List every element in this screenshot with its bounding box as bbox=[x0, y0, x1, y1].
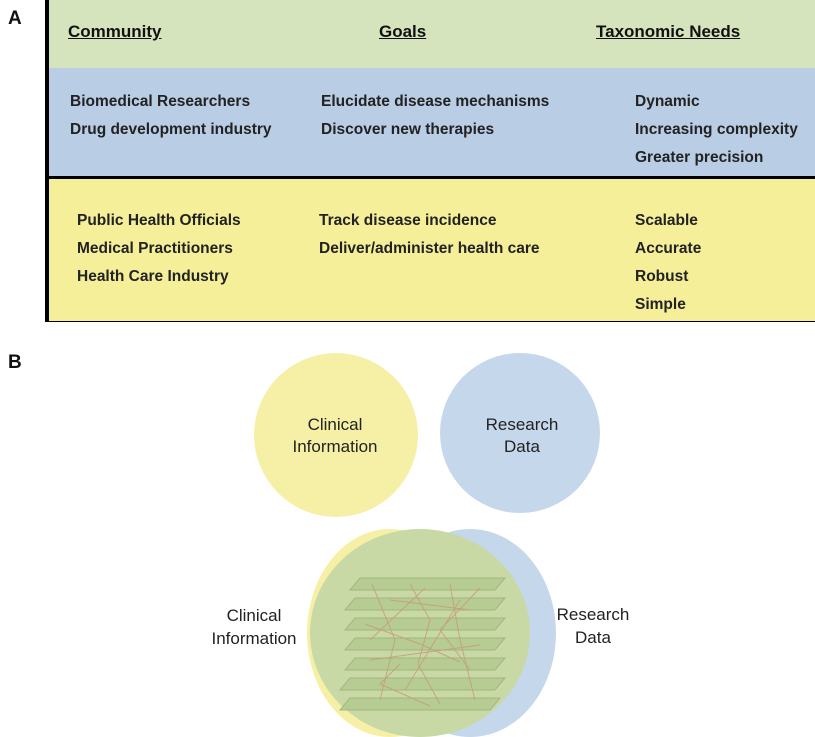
header-band: Community Goals Taxonomic Needs bbox=[49, 0, 815, 70]
taxonomy-table: Community Goals Taxonomic Needs Biomedic… bbox=[45, 0, 815, 322]
clinical-need-item: Scalable bbox=[635, 212, 698, 229]
header-goals: Goals bbox=[379, 22, 427, 41]
clinical-community-item: Public Health Officials bbox=[77, 212, 241, 229]
clinical-need-item: Robust bbox=[635, 268, 689, 285]
bottom-right-label-line2: Data bbox=[575, 628, 611, 647]
network-edges bbox=[364, 583, 481, 707]
research-need-item: Greater precision bbox=[635, 149, 764, 166]
clinical-information-circle bbox=[254, 353, 418, 517]
research-data-circle bbox=[440, 353, 600, 513]
research-goals-cell: Elucidate disease mechanisms Discover ne… bbox=[321, 88, 549, 144]
research-goal-item: Discover new therapies bbox=[321, 121, 495, 138]
research-community-item: Biomedical Researchers bbox=[70, 93, 251, 110]
network-layers bbox=[338, 577, 507, 711]
research-community-cell: Biomedical Researchers Drug development … bbox=[70, 88, 272, 144]
research-need-item: Increasing complexity bbox=[635, 121, 798, 138]
research-community-item: Drug development industry bbox=[70, 121, 272, 138]
clinical-goal-item: Track disease incidence bbox=[319, 212, 497, 229]
venn-bottom: Clinical Information Research Data bbox=[211, 529, 629, 737]
clinical-community-item: Health Care Industry bbox=[77, 268, 229, 285]
top-right-label-line2: Data bbox=[504, 437, 540, 456]
research-band: Biomedical Researchers Drug development … bbox=[49, 68, 815, 176]
research-need-item: Dynamic bbox=[635, 93, 700, 110]
clinical-community-cell: Public Health Officials Medical Practiti… bbox=[77, 207, 241, 291]
clinical-needs-cell: Scalable Accurate Robust Simple bbox=[635, 207, 701, 319]
clinical-goals-cell: Track disease incidence Deliver/administ… bbox=[319, 207, 540, 263]
panel-a-letter: A bbox=[8, 8, 22, 29]
top-right-label-line1: Research bbox=[486, 415, 559, 434]
header-community: Community bbox=[68, 22, 162, 41]
panel-b-letter: B bbox=[8, 352, 22, 373]
top-left-label-line2: Information bbox=[292, 437, 377, 456]
bottom-left-label-line1: Clinical bbox=[227, 606, 282, 625]
venn-top: Clinical Information Research Data bbox=[254, 353, 600, 517]
clinical-need-item: Accurate bbox=[635, 240, 702, 257]
clinical-need-item: Simple bbox=[635, 296, 686, 313]
clinical-community-item: Medical Practitioners bbox=[77, 240, 233, 257]
bottom-right-label-line1: Research bbox=[557, 605, 630, 624]
bottom-left-label-line2: Information bbox=[211, 629, 296, 648]
research-needs-cell: Dynamic Increasing complexity Greater pr… bbox=[635, 88, 798, 172]
header-taxonomic-needs: Taxonomic Needs bbox=[596, 22, 741, 41]
clinical-band: Public Health Officials Medical Practiti… bbox=[49, 176, 815, 321]
research-goal-item: Elucidate disease mechanisms bbox=[321, 93, 550, 110]
clinical-goal-item: Deliver/administer health care bbox=[319, 240, 540, 257]
top-left-label-line1: Clinical bbox=[308, 415, 363, 434]
